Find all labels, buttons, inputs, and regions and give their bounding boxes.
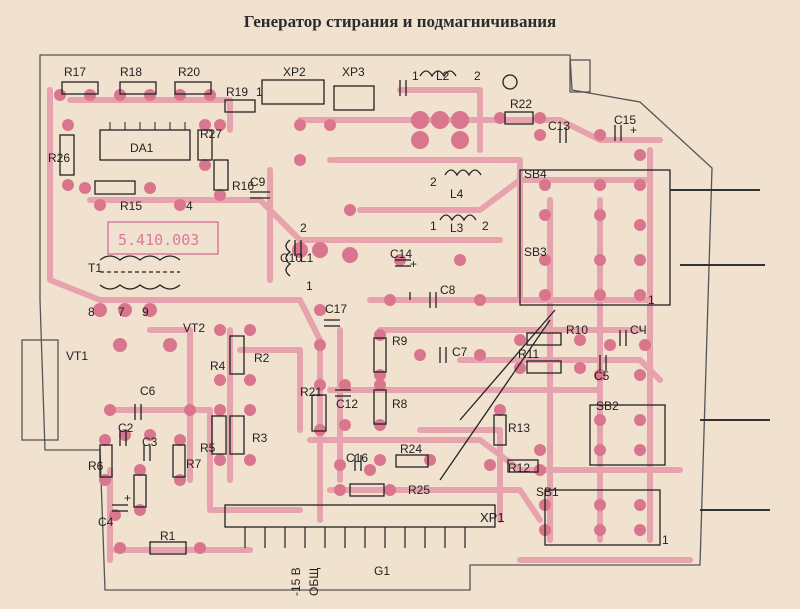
plus-c15: + — [630, 123, 637, 137]
label-c10: C10 — [280, 251, 302, 265]
pin-2-l4: 2 — [430, 175, 437, 189]
pin-1-xp2: 1 — [256, 85, 263, 99]
pin-8-t1: 8 — [88, 305, 95, 319]
label-r18: R18 — [120, 65, 142, 79]
component-bodies — [59, 70, 770, 555]
label-r20: R20 — [178, 65, 200, 79]
pin-1-sb3: 1 — [648, 293, 655, 307]
label-sb1: SB1 — [536, 485, 559, 499]
label-r27: R27 — [200, 127, 222, 141]
label-sb4: SB4 — [524, 167, 547, 181]
label-r2: R2 — [254, 351, 270, 365]
label-c3: C3 — [142, 435, 158, 449]
label-xp2: XP2 — [283, 65, 306, 79]
label-r25: R25 — [408, 483, 430, 497]
label-c4: C4 — [98, 515, 114, 529]
label-c15: C15 — [614, 113, 636, 127]
label-r12: R12 — [508, 461, 530, 475]
label-sb2: SB2 — [596, 399, 619, 413]
label-c12: C12 — [336, 397, 358, 411]
label-c16: C16 — [346, 451, 368, 465]
label-r5: R5 — [200, 441, 216, 455]
pads — [54, 89, 651, 554]
label-c9: C9 — [250, 175, 266, 189]
pin-1-l2: 1 — [412, 69, 419, 83]
label-c5: C5 — [594, 369, 610, 383]
board-code: 5.410.003 — [118, 231, 199, 249]
label-r21: R21 — [300, 385, 322, 399]
pin-1-l3: 1 — [430, 219, 437, 233]
label-c13: C13 — [548, 119, 570, 133]
label-r22: R22 — [510, 97, 532, 111]
label-da1: DA1 — [130, 141, 154, 155]
label-r17: R17 — [64, 65, 86, 79]
label-r9: R9 — [392, 334, 408, 348]
heatsink — [21, 339, 59, 441]
label-minus-15v: -15 В — [289, 567, 303, 596]
label-c17: C17 — [325, 302, 347, 316]
label-r16: R16 — [232, 179, 254, 193]
label-common: ОБЩ — [307, 568, 321, 596]
xp1-pins — [244, 527, 466, 548]
label-r15: R15 — [120, 199, 142, 213]
label-vt1: VT1 — [66, 349, 88, 363]
label-vt2: VT2 — [183, 321, 205, 335]
label-ground: G1 — [374, 564, 390, 578]
label-cu: CЧ — [630, 323, 647, 337]
label-r4: R4 — [210, 359, 226, 373]
plus-c14: + — [410, 257, 417, 271]
label-r24: R24 — [400, 442, 422, 456]
plus-c4: + — [124, 491, 131, 505]
label-l1: L1 — [300, 251, 314, 265]
label-r1: R1 — [160, 529, 176, 543]
label-c8: C8 — [440, 283, 456, 297]
label-xp1: XP1 — [480, 510, 505, 525]
label-c6: C6 — [140, 384, 156, 398]
mount-tab — [569, 59, 591, 93]
label-r6: R6 — [88, 459, 104, 473]
label-l2: L2 — [436, 69, 450, 83]
pin-2-l2: 2 — [474, 69, 481, 83]
label-c14: C14 — [390, 247, 412, 261]
pin-1-l1: 1 — [306, 279, 313, 293]
label-l3: L3 — [450, 221, 464, 235]
board-outline — [39, 54, 713, 591]
label-c2: C2 — [118, 421, 134, 435]
label-r7: R7 — [186, 457, 202, 471]
label-r13: R13 — [508, 421, 530, 435]
label-c7: C7 — [452, 345, 468, 359]
label-r3: R3 — [252, 431, 268, 445]
label-r8: R8 — [392, 397, 408, 411]
pin-2-l1: 2 — [300, 221, 307, 235]
pin-4-da1: 4 — [186, 199, 193, 213]
pin-2-l3: 2 — [482, 219, 489, 233]
label-r11: R11 — [518, 347, 539, 361]
label-r10: R10 — [566, 323, 588, 337]
pin-7-t1: 7 — [118, 305, 125, 319]
label-t1: T1 — [88, 261, 102, 275]
label-sb3: SB3 — [524, 245, 547, 259]
pin-9-t1: 9 — [142, 305, 149, 319]
label-r19: R19 — [226, 85, 248, 99]
page-title: Генератор стирания и подмагничивания — [243, 12, 557, 31]
label-xp3: XP3 — [342, 65, 365, 79]
label-l4: L4 — [450, 187, 464, 201]
label-r26: R26 — [48, 151, 70, 165]
pin-1-sb1: 1 — [662, 533, 669, 547]
